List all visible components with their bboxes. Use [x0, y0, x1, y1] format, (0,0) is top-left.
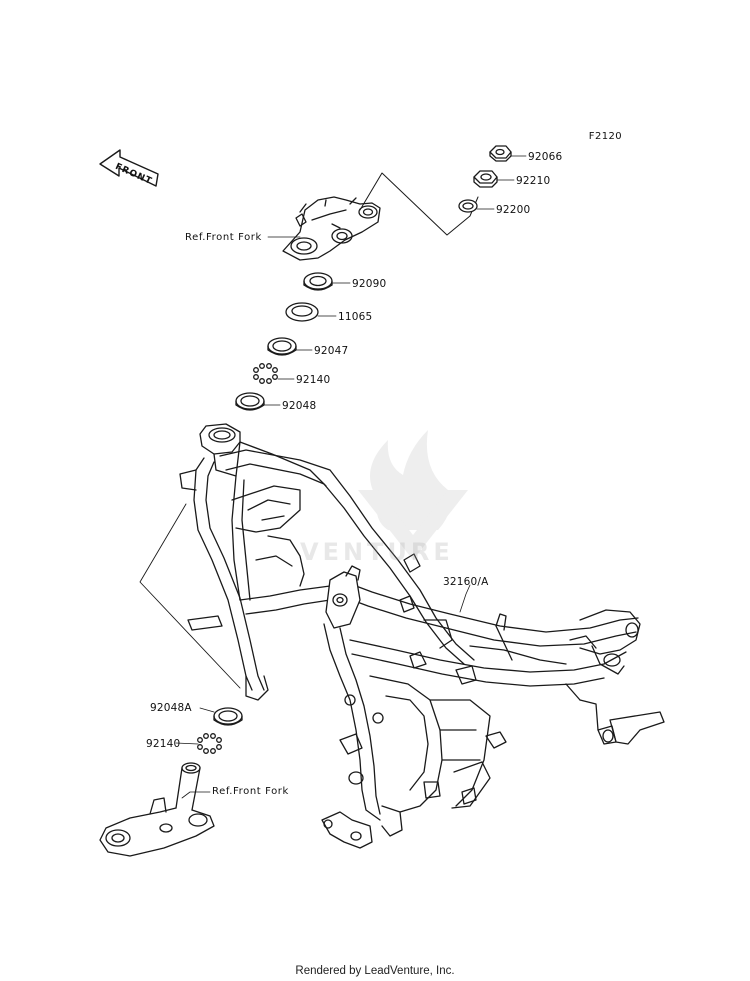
front-direction-arrow-icon — [99, 149, 159, 187]
callout-92200[interactable]: 92200 — [496, 204, 531, 216]
upper-triple-clamp-icon — [282, 196, 381, 261]
callout-ref-front-fork-top[interactable]: Ref.Front Fork — [185, 232, 262, 243]
race-92048-icon — [235, 392, 265, 411]
callout-11065[interactable]: 11065 — [338, 311, 373, 323]
callout-92048A[interactable]: 92048A — [150, 702, 192, 714]
cover-11065-icon — [285, 302, 319, 322]
watermark-logo-icon — [358, 430, 468, 560]
callout-92048[interactable]: 92048 — [282, 400, 317, 412]
race-92048A-icon — [213, 707, 243, 726]
washer-92200-icon — [458, 199, 478, 213]
seal-92090-icon — [303, 272, 333, 291]
callout-92140-bottom[interactable]: 92140 — [146, 738, 181, 750]
callout-92140-top[interactable]: 92140 — [296, 374, 331, 386]
steering-stem-icon — [99, 762, 215, 857]
watermark-text: VENTURE — [300, 538, 454, 566]
diagram-code: F2120 — [588, 131, 622, 142]
steel-balls-92140-top-icon — [253, 363, 278, 384]
frame-32160A-icon — [179, 423, 665, 849]
nut-92066-icon — [489, 145, 512, 162]
race-92047-icon — [267, 337, 297, 356]
callout-32160A[interactable]: 32160/A — [443, 576, 489, 588]
steel-balls-92140-bottom-icon — [197, 733, 222, 754]
callout-92090[interactable]: 92090 — [352, 278, 387, 290]
nut-92210-icon — [473, 170, 498, 188]
footer-credit: Rendered by LeadVenture, Inc. — [295, 965, 455, 977]
callout-92047[interactable]: 92047 — [314, 345, 349, 357]
callout-92210[interactable]: 92210 — [516, 175, 551, 187]
callout-92066[interactable]: 92066 — [528, 151, 563, 163]
callout-ref-front-fork-bottom[interactable]: Ref.Front Fork — [212, 786, 289, 797]
